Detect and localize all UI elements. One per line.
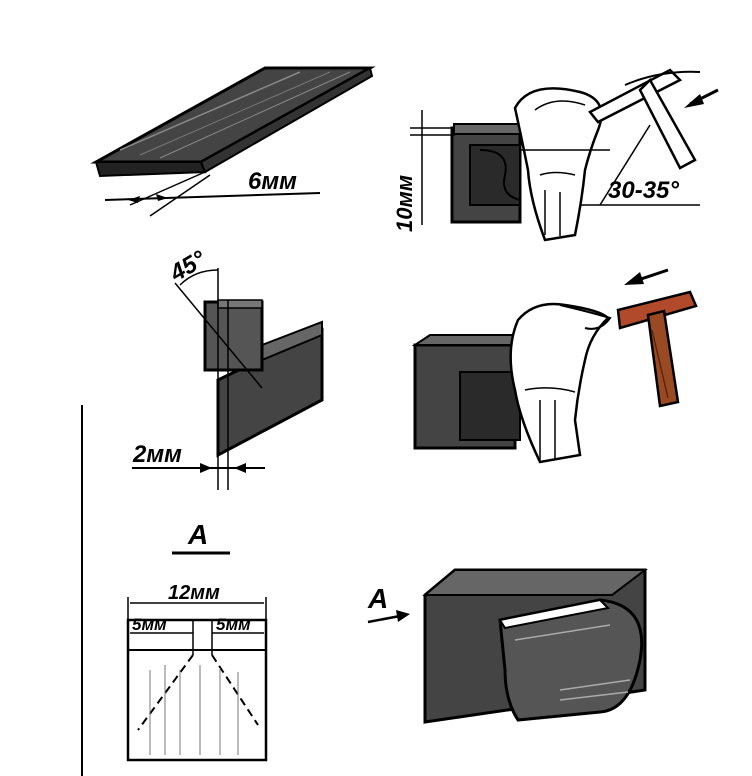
bevel-figure: 45° 2мм	[132, 245, 324, 490]
plate-thickness-label: 6мм	[248, 168, 297, 195]
finished-part-figure: А	[367, 568, 648, 724]
section-right-margin-label: 5мм	[216, 615, 251, 634]
section-left-margin-label: 5мм	[132, 615, 167, 634]
section-width-label: 12мм	[168, 582, 220, 604]
chisel-depth-label: 10мм	[392, 175, 417, 232]
bevel-offset-label: 2мм	[132, 441, 182, 468]
section-a-marker: А	[187, 519, 208, 550]
section-a-figure: А 12мм 5мм 5мм	[126, 519, 268, 762]
hammer-step-figure	[411, 268, 698, 464]
bevel-angle-label: 45°	[165, 245, 211, 287]
plate-figure: 6мм	[90, 66, 376, 217]
view-a-marker: А	[367, 583, 388, 614]
chisel-start-figure: 10мм 30-35°	[392, 68, 719, 242]
chisel-angle-label: 30-35°	[608, 177, 679, 204]
